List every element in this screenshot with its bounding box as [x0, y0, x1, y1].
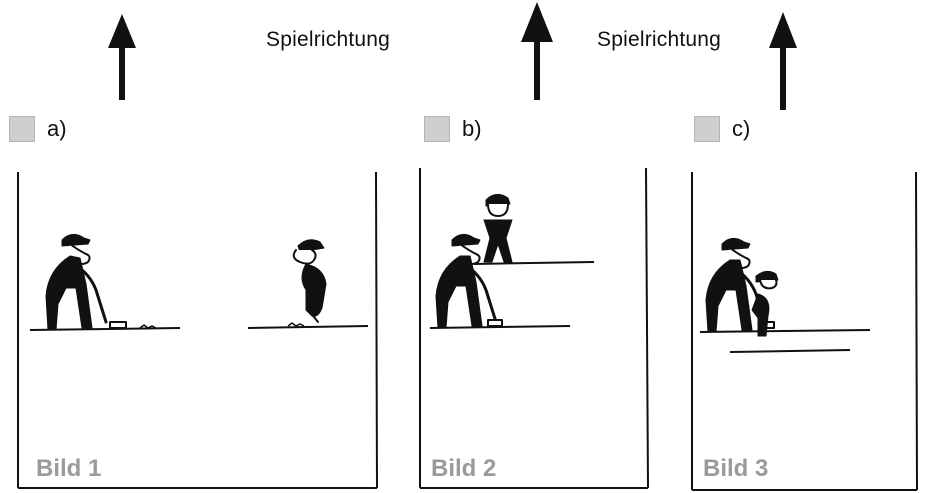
golfer-putting-illustration-2: [429, 234, 571, 329]
direction-arrow-3-icon: [769, 12, 797, 110]
golfer-putting-illustration: [29, 234, 181, 331]
direction-arrow-1-icon: [108, 14, 136, 100]
caddie-figure-illustration: [247, 239, 369, 329]
option-a[interactable]: a): [9, 116, 67, 142]
option-a-label: a): [47, 116, 67, 141]
golfer-putting-illustration-3: [699, 238, 871, 353]
panel-1-border: [17, 171, 378, 489]
standing-player-illustration: [473, 194, 595, 265]
direction-label-1: Spielrichtung: [266, 28, 391, 51]
option-c-checkbox[interactable]: [694, 116, 720, 142]
panel-1-label: Bild 1: [36, 455, 102, 482]
direction-label-2: Spielrichtung: [597, 28, 722, 51]
option-a-checkbox[interactable]: [9, 116, 35, 142]
panel-3-border: [691, 171, 918, 491]
option-b[interactable]: b): [424, 116, 482, 142]
option-b-checkbox[interactable]: [424, 116, 450, 142]
panel-2-label: Bild 2: [431, 455, 497, 482]
panel-2-border: [419, 167, 649, 489]
option-c-label: c): [732, 116, 751, 141]
direction-arrow-2-icon: [521, 2, 553, 100]
panel-3-label: Bild 3: [703, 455, 769, 482]
option-b-label: b): [462, 116, 482, 141]
option-c[interactable]: c): [694, 116, 750, 142]
